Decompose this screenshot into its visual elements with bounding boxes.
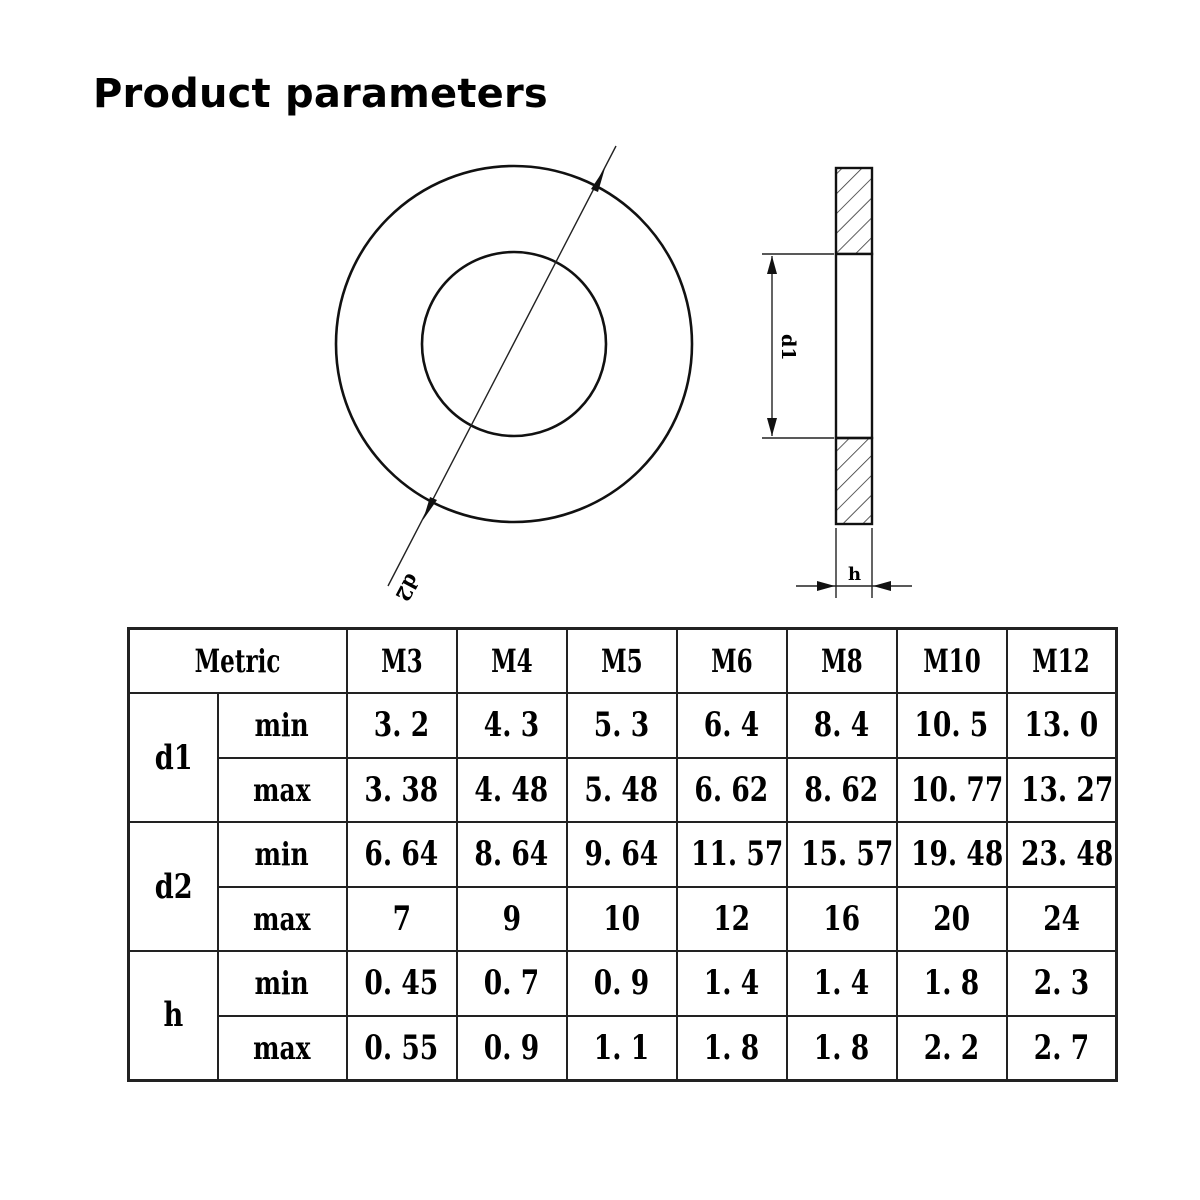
value-cell: 0. 55 bbox=[345, 1014, 458, 1081]
section-upper-hatch bbox=[834, 166, 874, 256]
value-cell: 0. 45 bbox=[345, 950, 458, 1017]
h-arrow-left bbox=[817, 581, 835, 591]
value-cell: 3. 38 bbox=[345, 756, 458, 823]
value-cell: 15. 57 bbox=[785, 821, 898, 888]
d1-arrow-top bbox=[767, 256, 777, 274]
value-cell: 12 bbox=[675, 885, 788, 952]
value-cell: 7 bbox=[345, 885, 458, 952]
size-header-cell: M4 bbox=[455, 627, 568, 694]
value-cell: 16 bbox=[785, 885, 898, 952]
value-cell: 1. 4 bbox=[785, 950, 898, 1017]
d2-label: d2 bbox=[390, 570, 424, 606]
value-cell: 9 bbox=[455, 885, 568, 952]
d2-arrow-top bbox=[591, 168, 605, 192]
value-cell: 1. 1 bbox=[565, 1014, 678, 1081]
group-label-cell: d2 bbox=[127, 821, 219, 952]
d1-arrow-bottom bbox=[767, 418, 777, 436]
table-row: max 7 9 10 12 16 20 24 bbox=[129, 885, 1118, 952]
size-header-cell: M3 bbox=[345, 627, 458, 694]
limit-cell: min bbox=[216, 821, 348, 888]
value-cell: 0. 9 bbox=[565, 950, 678, 1017]
value-cell: 0. 9 bbox=[455, 1014, 568, 1081]
value-cell: 8. 4 bbox=[785, 692, 898, 759]
value-cell: 2. 3 bbox=[1005, 950, 1118, 1017]
value-cell: 0. 7 bbox=[455, 950, 568, 1017]
value-cell: 3. 2 bbox=[345, 692, 458, 759]
table-header-row: Metric M3 M4 M5 M6 M8 M10 M12 bbox=[127, 627, 1118, 694]
washer-technical-drawing: d2 d1 h bbox=[334, 145, 912, 606]
value-cell: 19. 48 bbox=[895, 821, 1008, 888]
value-cell: 2. 2 bbox=[895, 1014, 1008, 1081]
size-header-cell: M10 bbox=[895, 627, 1008, 694]
d1-label: d1 bbox=[777, 334, 799, 361]
section-bore bbox=[834, 252, 874, 440]
value-cell: 6. 4 bbox=[675, 692, 788, 759]
page-title: Product parameters bbox=[93, 71, 548, 117]
value-cell: 20 bbox=[895, 885, 1008, 952]
value-cell: 1. 8 bbox=[785, 1014, 898, 1081]
size-header-cell: M6 bbox=[675, 627, 788, 694]
washer-inner-circle bbox=[420, 250, 608, 438]
washer-outer-circle bbox=[334, 164, 694, 524]
table-row: d1 min 3. 2 4. 3 5. 3 6. 4 8. 4 10. 5 13… bbox=[127, 692, 1118, 823]
table-row: max 0. 55 0. 9 1. 1 1. 8 1. 8 2. 2 2. 7 bbox=[129, 1014, 1118, 1081]
table-row: max 3. 38 4. 48 5. 48 6. 62 8. 62 10. 77… bbox=[129, 756, 1118, 823]
washer-front-view: d2 bbox=[334, 145, 694, 606]
table-row: h min 0. 45 0. 7 0. 9 1. 4 1. 4 1. 8 2. … bbox=[127, 950, 1118, 1081]
value-cell: 4. 48 bbox=[455, 756, 568, 823]
limit-cell: max bbox=[216, 1014, 348, 1081]
value-cell: 5. 48 bbox=[565, 756, 678, 823]
parameters-table: Metric M3 M4 M5 M6 M8 M10 M12 d1 min 3. … bbox=[127, 627, 1118, 1082]
value-cell: 1. 4 bbox=[675, 950, 788, 1017]
h-arrow-right bbox=[873, 581, 891, 591]
metric-header-cell: Metric bbox=[127, 627, 348, 694]
value-cell: 9. 64 bbox=[565, 821, 678, 888]
value-cell: 23. 48 bbox=[1005, 821, 1118, 888]
value-cell: 10. 5 bbox=[895, 692, 1008, 759]
limit-cell: min bbox=[216, 692, 348, 759]
value-cell: 6. 64 bbox=[345, 821, 458, 888]
limit-cell: max bbox=[216, 885, 348, 952]
group-label-cell: d1 bbox=[127, 692, 219, 823]
size-header-cell: M12 bbox=[1005, 627, 1118, 694]
value-cell: 10 bbox=[565, 885, 678, 952]
value-cell: 6. 62 bbox=[675, 756, 788, 823]
value-cell: 8. 62 bbox=[785, 756, 898, 823]
value-cell: 24 bbox=[1005, 885, 1118, 952]
size-header-cell: M8 bbox=[785, 627, 898, 694]
limit-cell: max bbox=[216, 756, 348, 823]
h-label: h bbox=[848, 564, 861, 585]
size-header-cell: M5 bbox=[565, 627, 678, 694]
table-row: d2 min 6. 64 8. 64 9. 64 11. 57 15. 57 1… bbox=[127, 821, 1118, 952]
d2-dimension-line bbox=[387, 145, 617, 587]
value-cell: 13. 27 bbox=[1005, 756, 1118, 823]
washer-side-view: d1 h bbox=[762, 166, 912, 598]
value-cell: 10. 77 bbox=[895, 756, 1008, 823]
limit-cell: min bbox=[216, 950, 348, 1017]
group-label-cell: h bbox=[127, 950, 219, 1081]
value-cell: 11. 57 bbox=[675, 821, 788, 888]
value-cell: 13. 0 bbox=[1005, 692, 1118, 759]
value-cell: 4. 3 bbox=[455, 692, 568, 759]
value-cell: 5. 3 bbox=[565, 692, 678, 759]
value-cell: 1. 8 bbox=[895, 950, 1008, 1017]
value-cell: 2. 7 bbox=[1005, 1014, 1118, 1081]
d2-arrow-bottom bbox=[423, 497, 437, 520]
value-cell: 8. 64 bbox=[455, 821, 568, 888]
section-lower-hatch bbox=[834, 436, 874, 526]
value-cell: 1. 8 bbox=[675, 1014, 788, 1081]
